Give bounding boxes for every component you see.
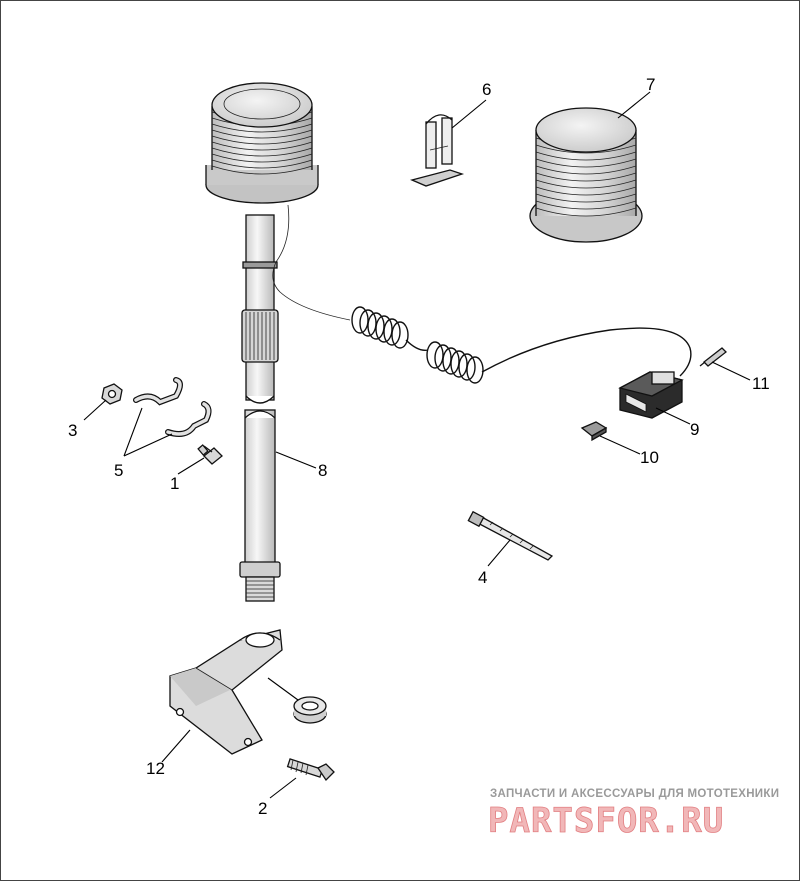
- callout-2: 2: [258, 799, 267, 818]
- callout-4: 4: [478, 568, 487, 587]
- connector-housing: [618, 371, 684, 419]
- beacon-lamp-assembly: [205, 82, 351, 602]
- callout-6: 6: [482, 80, 491, 99]
- terminal-pin: [699, 347, 727, 367]
- bracket-nut: [293, 696, 327, 724]
- hex-nut: [101, 383, 123, 405]
- callout-7: 7: [646, 75, 655, 94]
- callout-10: 10: [640, 448, 659, 467]
- watermark-brand-outline: PARTSFOR.RU: [488, 801, 724, 841]
- callout-numbers: 1 2 3 4 5 6 7 8 9 10 11 12: [68, 75, 770, 818]
- callout-1: 1: [170, 474, 179, 493]
- coiled-cord: [351, 306, 692, 384]
- callout-8: 8: [318, 461, 327, 480]
- bolt-long: [286, 758, 335, 782]
- halogen-bulb: [410, 114, 465, 187]
- connector-lock: [580, 421, 608, 442]
- cable-tie: [467, 510, 554, 561]
- callout-5: 5: [114, 461, 123, 480]
- screw-short: [197, 444, 223, 465]
- watermark: ЗАПЧАСТИ И АКСЕССУАРЫ ДЛЯ МОТОТЕХНИКИ PA…: [488, 788, 779, 841]
- watermark-brand: PARTSFOR.RU: [488, 801, 724, 841]
- amber-lens: [529, 107, 643, 243]
- callout-9: 9: [690, 420, 699, 439]
- leader-lines: [83, 91, 751, 799]
- callout-11: 11: [752, 374, 770, 393]
- clamp-halves: [133, 377, 212, 437]
- callout-12: 12: [146, 759, 165, 778]
- mounting-bracket: [169, 629, 283, 755]
- callout-3: 3: [68, 421, 77, 440]
- watermark-tagline: ЗАПЧАСТИ И АКСЕССУАРЫ ДЛЯ МОТОТЕХНИКИ: [490, 788, 779, 800]
